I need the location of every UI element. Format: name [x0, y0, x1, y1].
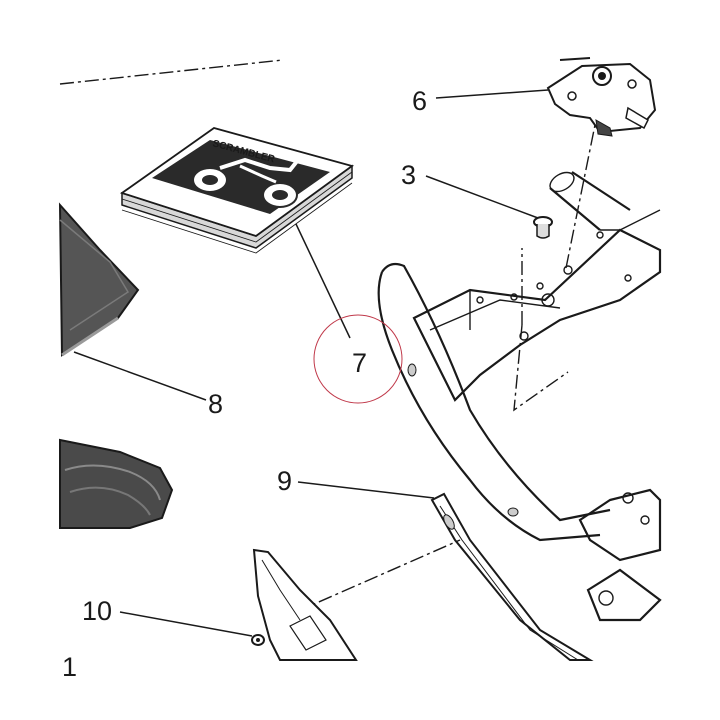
part-9-trim-strip [295, 492, 594, 661]
rear-subframe [377, 119, 662, 622]
callout-8: 8 [208, 389, 223, 419]
callout-9: 9 [277, 466, 292, 496]
seat-cushion-part [59, 438, 174, 529]
callout-6: 6 [412, 86, 427, 116]
callout-1: 1 [62, 652, 77, 682]
callout-7: 7 [352, 348, 367, 378]
top-centre-line [59, 59, 284, 85]
part-10-grommet [251, 634, 265, 646]
callout-3: 3 [401, 160, 416, 190]
part-8-seat-panel [58, 202, 140, 357]
side-cover-part [252, 548, 358, 661]
part-3-screw [533, 216, 553, 239]
callout-7-highlight-circle [313, 314, 403, 404]
leader-lines [73, 89, 549, 637]
part-6-seat-latch [546, 57, 657, 137]
part-7-owners-manual: SCRAMBLER [120, 127, 355, 254]
callout-10: 10 [82, 596, 112, 626]
